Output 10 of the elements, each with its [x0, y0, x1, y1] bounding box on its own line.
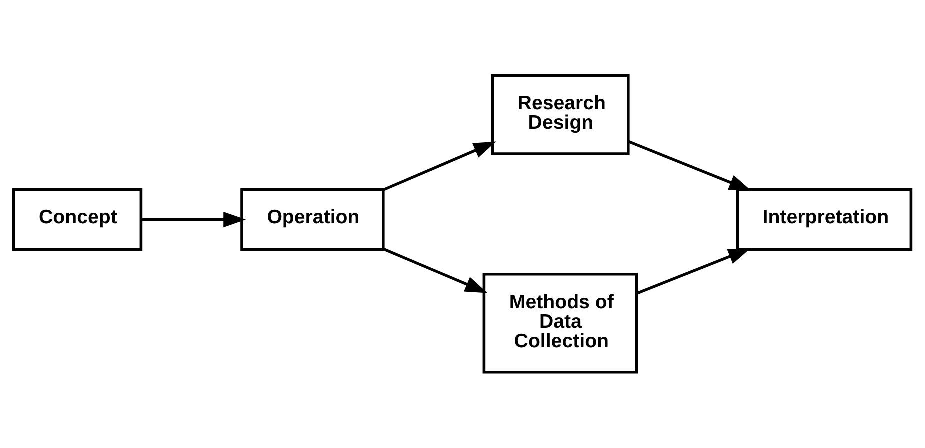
arrow	[383, 248, 488, 294]
arrow	[636, 248, 751, 295]
node-box: Concept	[12, 188, 143, 252]
node-box: Interpretation	[736, 188, 913, 252]
arrow	[142, 212, 246, 228]
node-box: Research Design	[491, 74, 630, 156]
node-box: Operation	[240, 188, 385, 252]
arrow	[383, 142, 496, 192]
node-box: Methods of Data Collection	[482, 273, 638, 374]
arrow	[628, 140, 752, 192]
